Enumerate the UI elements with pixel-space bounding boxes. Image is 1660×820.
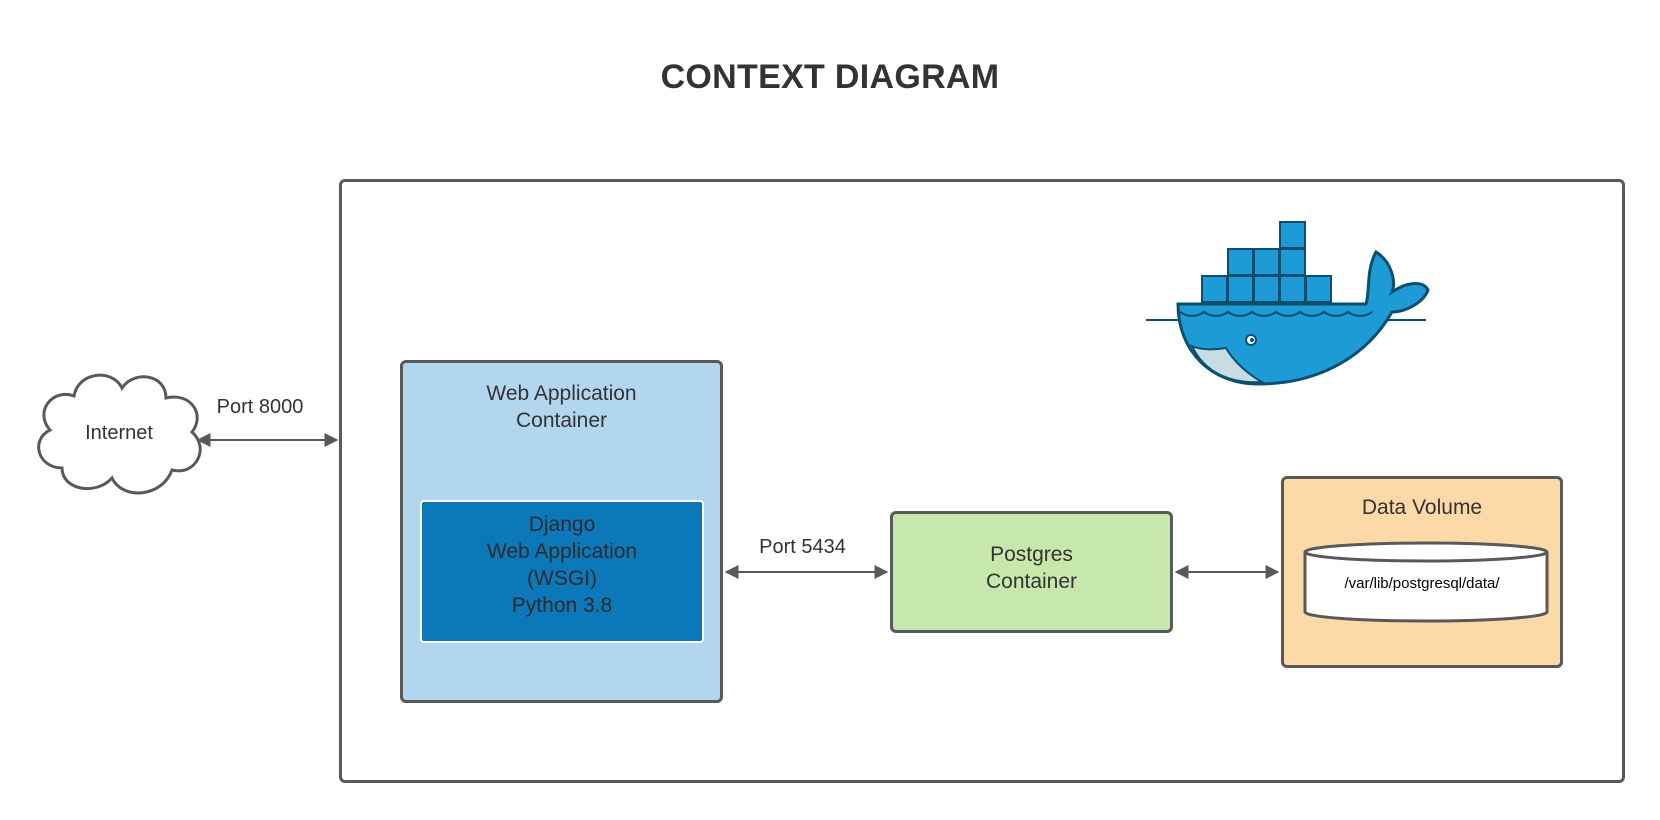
postgres-container bbox=[890, 511, 1173, 633]
port-5434-label: Port 5434 bbox=[759, 536, 846, 558]
data-path-label: /var/lib/postgresql/data/ bbox=[1344, 575, 1500, 592]
docker-whale-logo bbox=[1146, 221, 1430, 386]
django-app-label: Django Web Application (WSGI) Python 3.8 bbox=[486, 513, 638, 617]
data-volume-label: Data Volume bbox=[1361, 496, 1483, 519]
django-web-application bbox=[420, 500, 704, 643]
web-container-label: Web Application Container bbox=[486, 382, 637, 432]
internet-cloud-icon bbox=[37, 373, 202, 495]
page-title: CONTEXT DIAGRAM bbox=[660, 58, 1000, 96]
internet-label: Internet bbox=[85, 422, 153, 444]
postgres-container-label: Postgres Container bbox=[985, 543, 1078, 593]
database-cylinder-icon bbox=[1303, 541, 1549, 623]
port-8000-label: Port 8000 bbox=[216, 396, 304, 418]
